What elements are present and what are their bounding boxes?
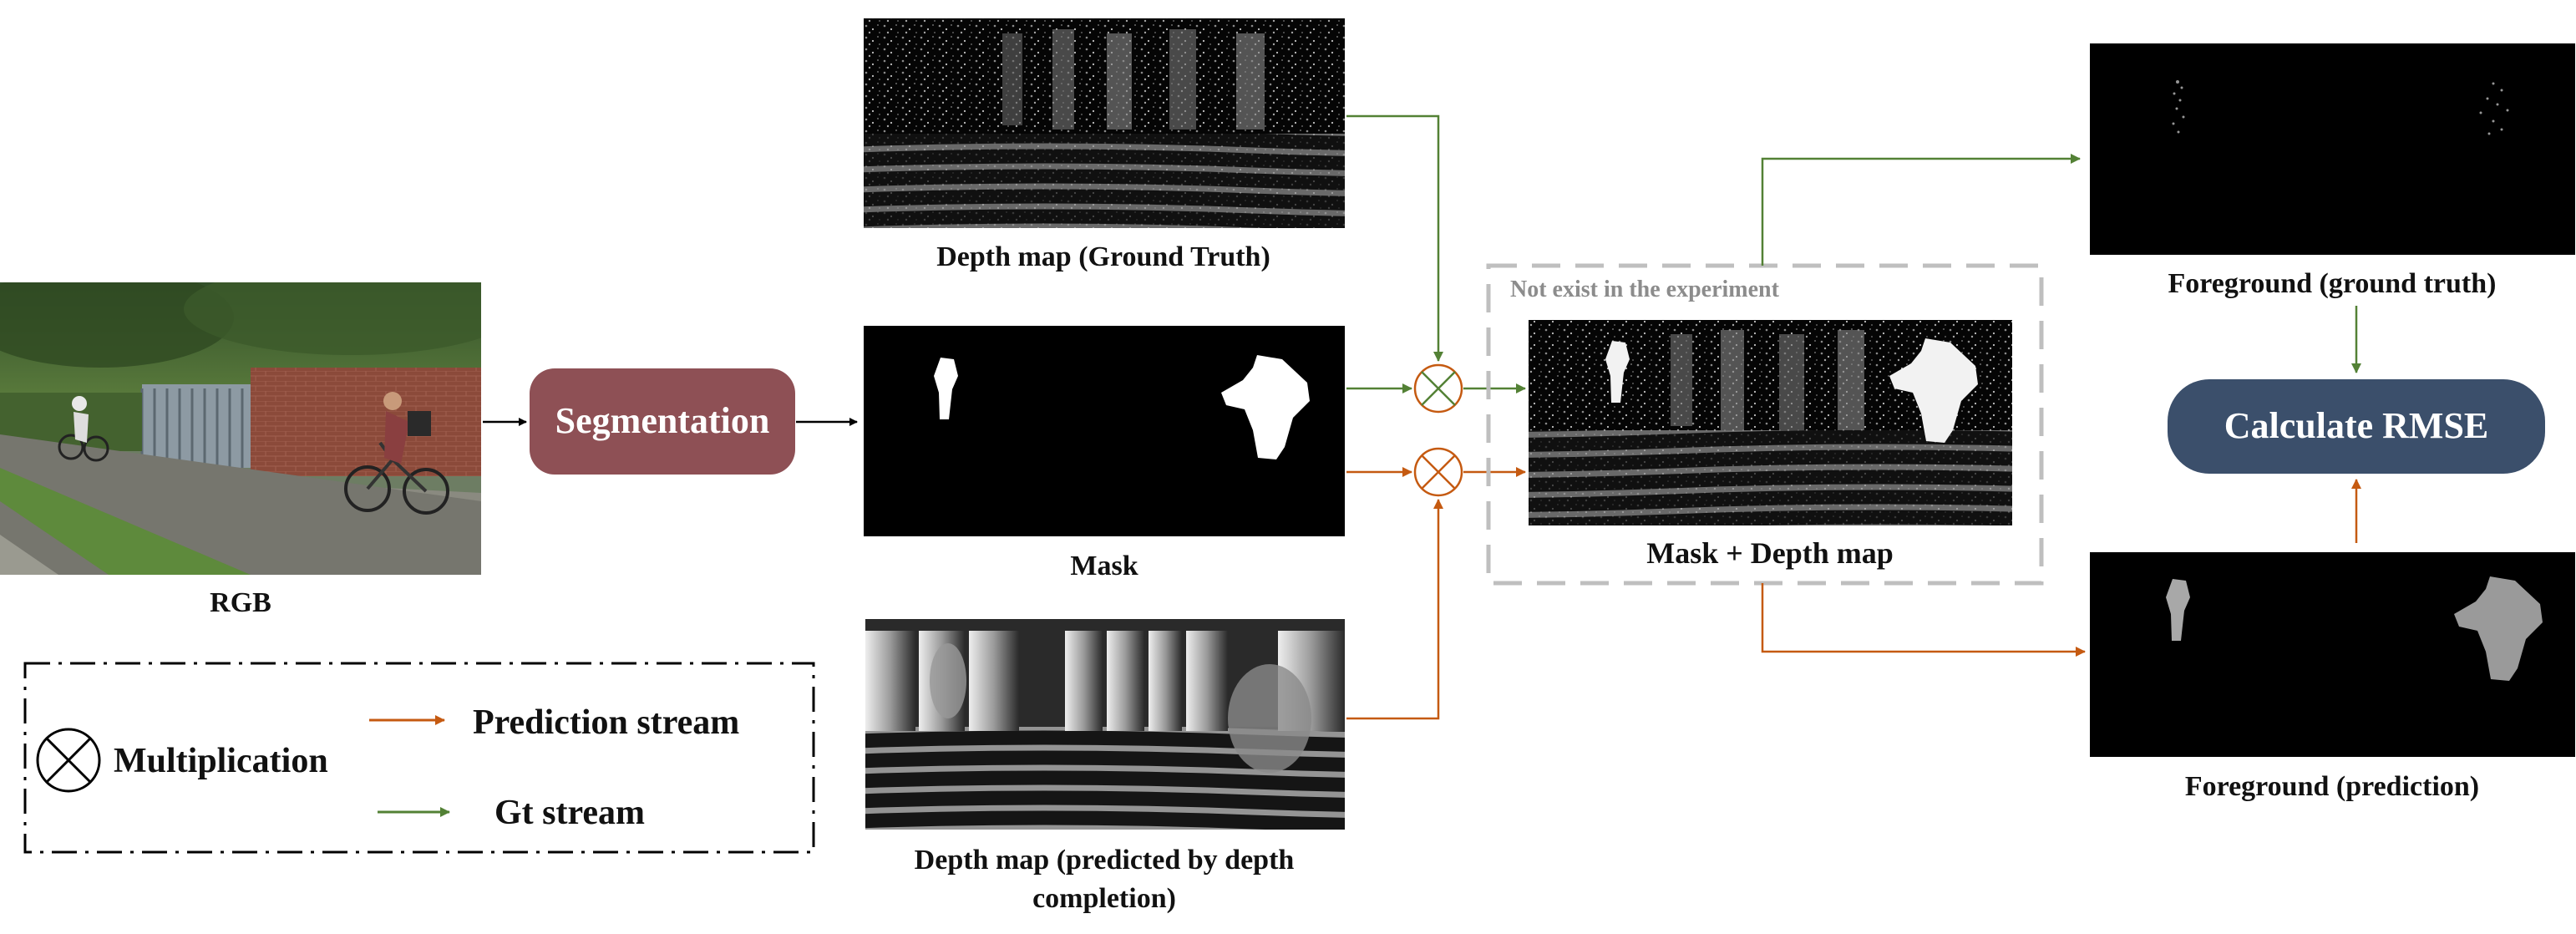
depth-pred-label-line2: completion) [1032, 883, 1176, 914]
mask-image [864, 326, 1345, 536]
rmse-label: Calculate RMSE [2224, 405, 2489, 446]
mask-depth-image [1529, 320, 2012, 525]
depth-gt-image [864, 18, 1345, 228]
multiply-node-pred [1413, 447, 1463, 497]
mask-label: Mask [1070, 551, 1138, 581]
mask-depth-label: Mask + Depth map [1646, 536, 1894, 570]
arrow-to-fg-gt [1761, 154, 2081, 266]
depth-gt-label: Depth map (Ground Truth) [936, 241, 1270, 272]
rmse-block: Calculate RMSE [2168, 379, 2545, 474]
legend-prediction-label: Prediction stream [473, 703, 739, 742]
arrow-to-fg-pred [1761, 583, 2086, 657]
fg-pred-label: Foreground (prediction) [2185, 771, 2479, 802]
not-exist-dashed-box [1486, 263, 2044, 586]
rgb-label: RGB [210, 587, 271, 618]
fg-gt-image [2090, 43, 2575, 255]
segmentation-block: Segmentation [530, 368, 795, 475]
not-exist-label: Not exist in the experiment [1510, 277, 1780, 302]
depth-pred-label-line1: Depth map (predicted by depth [915, 845, 1295, 876]
legend-multiply-icon [36, 728, 101, 793]
depth-pred-image [865, 619, 1345, 830]
arrow-gt-to-multiply [1346, 114, 1443, 362]
segmentation-label: Segmentation [555, 400, 770, 441]
legend-box [23, 662, 815, 854]
legend: Multiplication Prediction stream Gt stre… [23, 662, 815, 854]
multiply-node-gt [1413, 363, 1463, 414]
legend-gt-label: Gt stream [494, 794, 645, 832]
fg-pred-image [2090, 552, 2575, 757]
arrow-pred-to-multiply [1346, 499, 1443, 720]
rgb-image [0, 282, 481, 575]
legend-multiplication-label: Multiplication [114, 742, 328, 780]
fg-gt-label: Foreground (ground truth) [2168, 268, 2497, 299]
